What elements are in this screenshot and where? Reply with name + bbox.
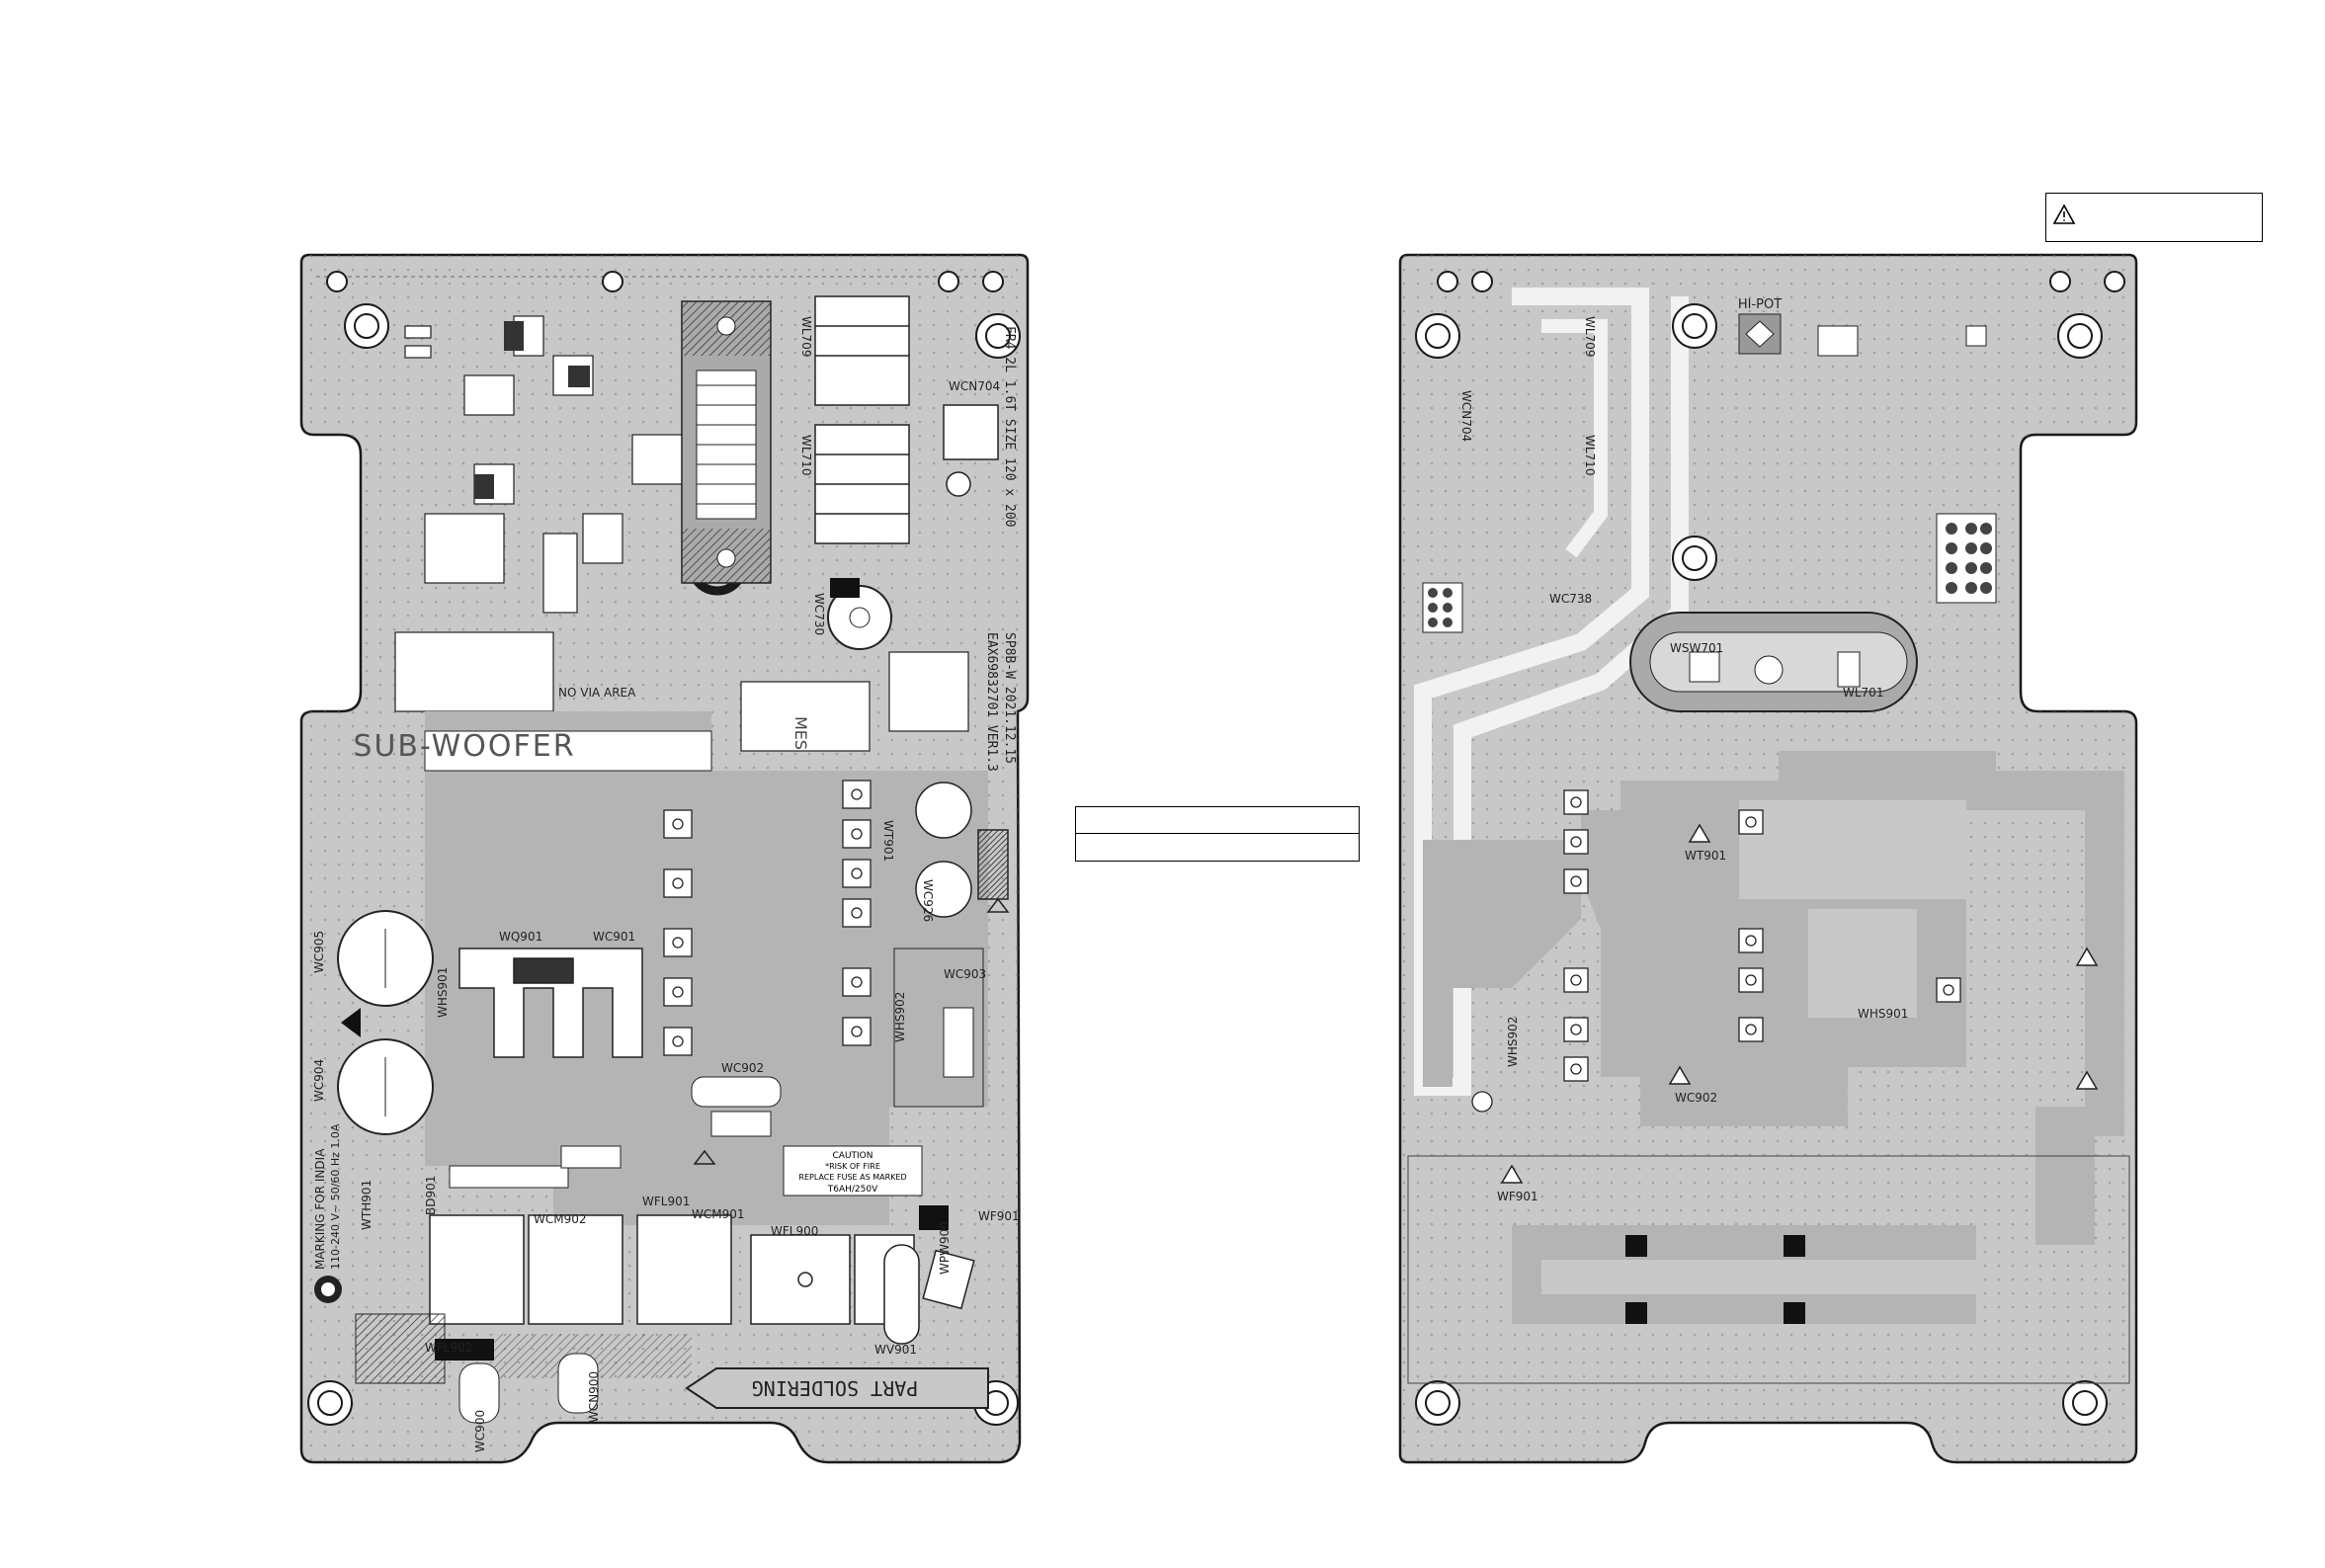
label-wc730: WC730 [812, 593, 826, 635]
label-whs902: WHS902 [893, 992, 907, 1042]
blank-table [1075, 806, 1360, 862]
label-wc905: WC905 [312, 931, 326, 973]
right-label-whs902: WHS902 [1506, 1017, 1520, 1067]
mounting-holes-right [1415, 271, 2125, 1426]
label-wcn704: WCN704 [949, 379, 1000, 393]
part-soldering-label: PART SOLDERING [752, 1376, 919, 1400]
left-board: SUB-WOOFER NO VIA AREA MES FR4 2L 1.6T S… [299, 253, 1030, 1464]
heatsink-whs901 [458, 948, 643, 1058]
label-whs901: WHS901 [436, 967, 450, 1018]
label-wc904: WC904 [312, 1059, 326, 1102]
capacitor-wc905 [337, 910, 434, 1007]
warning-icon [2052, 204, 2076, 224]
label-wc926: WC926 [921, 879, 935, 922]
right-label-wsw701: WSW701 [1670, 641, 1723, 655]
right-label-wf901: WF901 [1497, 1190, 1538, 1203]
label-wth901: WTH901 [360, 1180, 374, 1230]
label-wc900: WC900 [473, 1410, 487, 1452]
capacitor-wc730 [827, 578, 892, 650]
caution-line2: REPLACE FUSE AS MARKED [798, 1173, 906, 1182]
warning-header-box [2045, 193, 2263, 242]
marking-label: MARKING FOR INDIA [313, 1148, 327, 1270]
hi-pot-label: HI-POT [1738, 297, 1782, 312]
hatched-ground-left [355, 1313, 446, 1384]
right-label-wt901: WT901 [1685, 849, 1726, 863]
coil-blocks [814, 295, 999, 544]
label-wl710: WL710 [799, 435, 813, 475]
part-soldering-arrow [685, 1367, 989, 1409]
label-wq901: WQ901 [499, 930, 542, 944]
label-wcm901: WCM901 [692, 1207, 745, 1221]
mounting-holes-left [307, 271, 1021, 1426]
pcb-code-label: EAX69832701 VER1.3 [984, 632, 999, 772]
caution-title: CAUTION [833, 1151, 873, 1161]
right-label-wl710: WL710 [1583, 435, 1597, 475]
label-wpw900: WPW900 [938, 1221, 952, 1275]
caution-box [783, 1145, 923, 1197]
label-bd901: BD901 [424, 1176, 438, 1215]
transformer-area [429, 1214, 975, 1345]
label-wcm902: WCM902 [534, 1212, 587, 1226]
label-wc902: WC902 [721, 1061, 764, 1075]
right-label-wl709: WL709 [1583, 316, 1597, 357]
pad-column-right [1471, 789, 1961, 1113]
right-label-whs901: WHS901 [1858, 1007, 1908, 1021]
label-wf901: WF901 [978, 1209, 1020, 1223]
right-label-wc902: WC902 [1675, 1091, 1717, 1105]
right-label-wl701: WL701 [1843, 686, 1883, 700]
label-wc901: WC901 [593, 930, 635, 944]
mes-label: MES [791, 716, 810, 750]
fuse-rating: T6AH/250V [827, 1185, 878, 1195]
pad-column-left [663, 780, 872, 1056]
right-label-wcn704: WCN704 [1459, 390, 1473, 442]
pcb-info-label: FR4 2L 1.6T SIZE 120 x 200 [1002, 326, 1017, 528]
label-wcn900: WCN900 [587, 1371, 601, 1423]
pcb-date-label: SP8B-W 2021.12.15 [1002, 632, 1017, 764]
capacitor-wc926 [915, 782, 1009, 918]
sub-woofer-title: SUB-WOOFER [353, 729, 575, 764]
capacitor-wc904 [337, 1038, 434, 1135]
label-wc903: WC903 [944, 967, 986, 981]
label-wfl900: WFL900 [771, 1224, 818, 1238]
marking-rating-label: 110-240 V~ 50/60 Hz 1.0A [329, 1123, 342, 1270]
caution-line1: *RISK OF FIRE [825, 1162, 880, 1171]
label-wfl901: WFL901 [642, 1195, 690, 1208]
label-wt901: WT901 [881, 820, 895, 862]
right-label-wc738: WC738 [1549, 592, 1592, 606]
label-wfl902: WFL902 [425, 1341, 472, 1355]
right-board: HI-POT [1398, 253, 2138, 1464]
connector-row [449, 1076, 782, 1189]
label-wv901: WV901 [874, 1343, 917, 1357]
no-via-area-label: NO VIA AREA [558, 686, 636, 700]
label-wl709: WL709 [799, 316, 813, 357]
